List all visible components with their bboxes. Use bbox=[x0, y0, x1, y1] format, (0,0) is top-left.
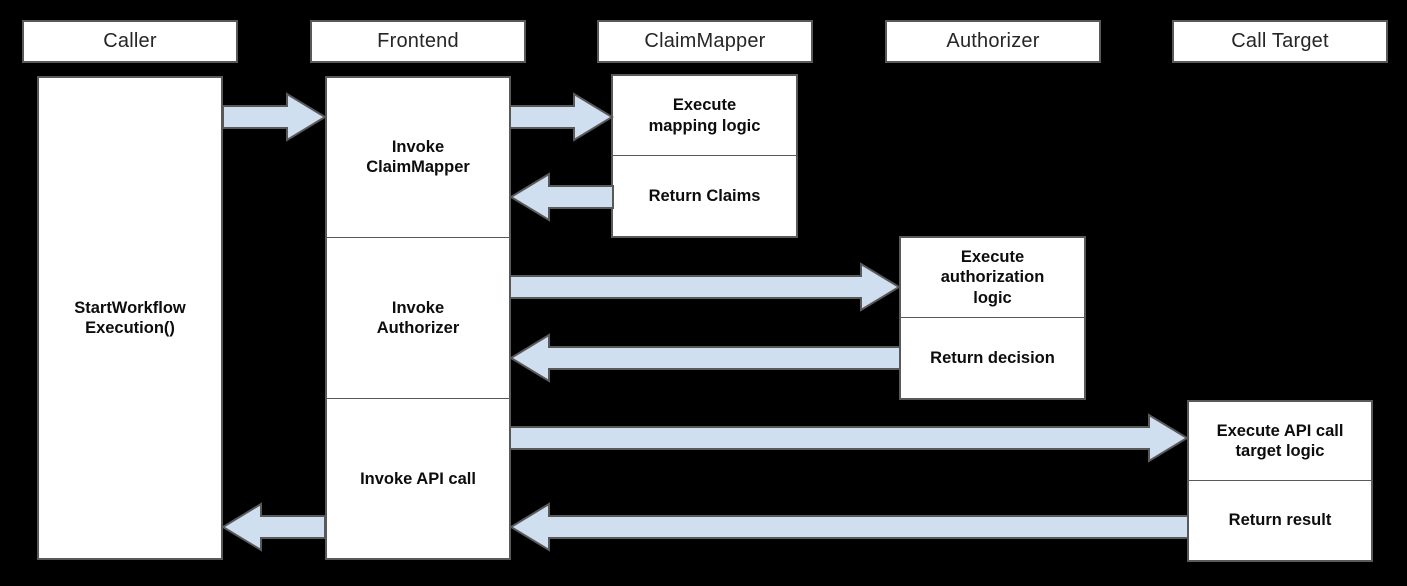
message-arrow-invoke-authorizer-call bbox=[509, 262, 901, 312]
lifeline-label-caller: Caller bbox=[103, 30, 157, 52]
message-arrow-invoke-api-call bbox=[509, 413, 1189, 463]
message-arrow-invoke-claimmapper-call bbox=[509, 92, 614, 142]
activation-segment-return-decision: Return decision bbox=[930, 348, 1055, 367]
lifeline-label-claimmapper: ClaimMapper bbox=[644, 30, 766, 52]
lifeline-header-authorizer: Authorizer bbox=[885, 20, 1101, 63]
activation-segment-return-claims: Return Claims bbox=[648, 186, 761, 205]
message-arrow-return-result-response bbox=[509, 502, 1189, 552]
lifeline-label-calltarget: Call Target bbox=[1231, 30, 1329, 52]
lifeline-header-frontend: Frontend bbox=[310, 20, 526, 63]
lifeline-header-claimmapper: ClaimMapper bbox=[597, 20, 813, 63]
lifeline-label-authorizer: Authorizer bbox=[946, 30, 1040, 52]
lifeline-header-caller: Caller bbox=[22, 20, 238, 63]
message-arrow-return-decision-response bbox=[509, 333, 901, 383]
message-arrow-start-workflow-execution-call bbox=[222, 92, 327, 142]
activation-segment-return-result: Return result bbox=[1228, 511, 1332, 530]
message-arrow-return-claims-response bbox=[509, 172, 614, 222]
activation-segment-invoke-api-call: Invoke API call bbox=[360, 469, 476, 488]
message-arrow-return-to-caller-response bbox=[221, 502, 326, 552]
lifeline-label-frontend: Frontend bbox=[377, 30, 459, 52]
lifeline-header-calltarget: Call Target bbox=[1172, 20, 1388, 63]
